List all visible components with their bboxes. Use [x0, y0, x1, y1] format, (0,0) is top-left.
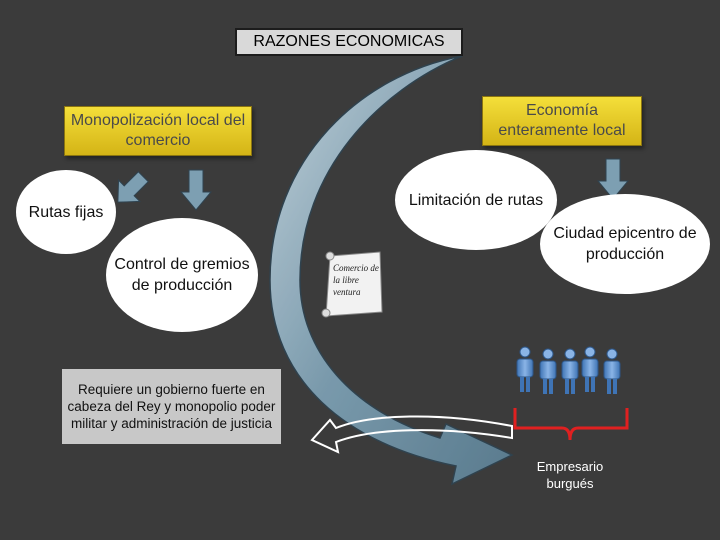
circle-control: Control de gremios de producción [106, 218, 258, 332]
box-monopolizacion: Monopolización local del comercio [64, 106, 252, 156]
empresario-label: Empresario burgués [536, 459, 604, 491]
box-gobierno: Requiere un gobierno fuerte en cabeza de… [62, 369, 281, 444]
curved-arrow [269, 55, 514, 486]
scroll-icon [321, 251, 383, 318]
page-title: RAZONES ECONOMICAS [235, 28, 463, 56]
circle-rutas: Rutas fijas [16, 170, 116, 254]
circle-limitacion: Limitación de rutas [395, 150, 557, 250]
scroll-text: Comercio de la libre ventura [333, 263, 379, 297]
circle-ciudad: Ciudad epicentro de producción [540, 194, 710, 294]
arrow-down-icon [596, 158, 630, 200]
arrow-down-left-icon [117, 171, 149, 203]
box-economia: Economía enteramente local [482, 96, 642, 146]
bracket-shape [513, 408, 629, 441]
arrow-down-icon [179, 169, 213, 211]
arrow-left-icon [310, 415, 513, 454]
people-group-icon [516, 346, 621, 394]
